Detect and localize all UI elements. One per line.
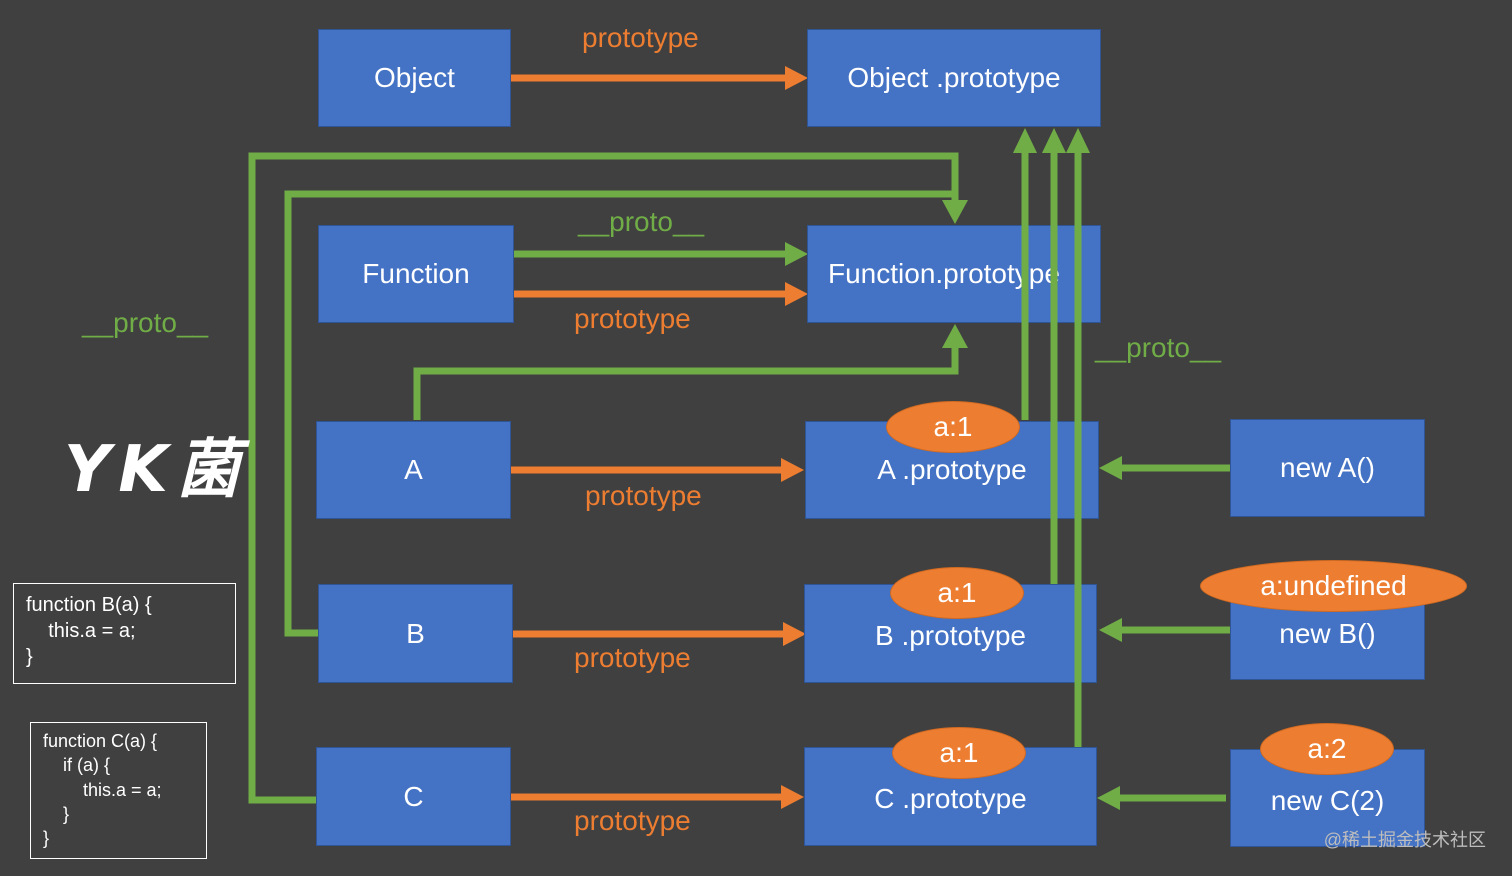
a-proto-arrowhead [942,324,968,348]
a-prototype-proto-arrowhead [1013,128,1037,153]
function-prototype-label: Function.prototype [828,258,1060,289]
b-prototype-node: B .prototype [804,584,1097,683]
yk-logo: YK菌 [64,433,248,507]
a-proto-arrow [413,345,959,420]
a-node: A [316,421,511,519]
a-prototype-badge: a:1 [886,401,1020,453]
a-prototype-edge-label: prototype [585,480,702,511]
b-prototype-edge-label: prototype [574,642,691,673]
c-prototype-badge-text: a:1 [939,737,979,768]
new-c-badge-text: a:2 [1307,733,1347,764]
object-prototype-label: Object .prototype [847,62,1061,93]
b-prototype-label: B .prototype [875,619,1026,651]
new-a-proto-arrowhead [1099,456,1122,480]
b-prototype-badge: a:1 [890,567,1024,619]
object-prototype-edge-label: prototype [582,22,699,53]
new-c-badge: a:2 [1260,723,1394,775]
right-proto-edge-label: __proto__ [1095,332,1222,363]
new-c-proto-arrowhead [1097,786,1120,810]
a-prototype-label: A .prototype [877,454,1027,485]
c-prototype-edge-label: prototype [574,805,691,836]
c-prototype-proto-arrowhead [1066,128,1090,153]
function-prototype-proto-arrowhead [1042,128,1066,153]
function-prototype-edge-label: prototype [574,303,691,334]
new-b-badge: a:undefined [1200,560,1467,612]
a-prototype-arrowhead [781,458,804,482]
b-prototype-arrowhead [783,622,806,646]
c-prototype-arrowhead [781,785,804,809]
new-b-proto-arrowhead [1099,618,1122,642]
object-node: Object [318,29,511,127]
b-proto-arrow [284,190,955,637]
new-c-label: new C(2) [1270,785,1385,816]
a-node-label: A [404,454,423,485]
b-prototype-badge-text: a:1 [937,577,977,608]
left-proto-edge-label: __proto__ [82,307,209,338]
watermark: @稀土掘金技术社区 [1323,830,1486,850]
b-node-label: B [406,617,425,649]
new-a-node: new A() [1230,419,1425,517]
new-b-badge-text: a:undefined [1260,570,1407,601]
object-prototype-node: Object .prototype [807,29,1101,127]
function-node-label: Function [362,258,470,289]
b-node: B [318,584,513,683]
object-prototype-arrowhead [785,66,808,90]
function-proto-edge-label: __proto__ [578,206,705,237]
new-b-label: new B() [1279,618,1376,649]
function-prototype-arrowhead [785,282,808,306]
c-prototype-badge: a:1 [892,727,1026,779]
object-node-label: Object [374,62,455,93]
function-b-code: function B(a) { this.a = a; } [13,583,236,684]
c-node: C [316,747,511,846]
c-proto-arrowhead [942,200,968,224]
c-prototype-label: C .prototype [874,782,1027,814]
function-c-code: function C(a) { if (a) { this.a = a; } } [30,722,207,859]
function-node: Function [318,225,514,323]
function-proto-arrowhead [785,242,808,266]
a-prototype-badge-text: a:1 [933,411,973,442]
c-node-label: C [403,780,424,812]
c-proto-arrow [248,152,959,804]
new-a-label: new A() [1280,452,1375,483]
